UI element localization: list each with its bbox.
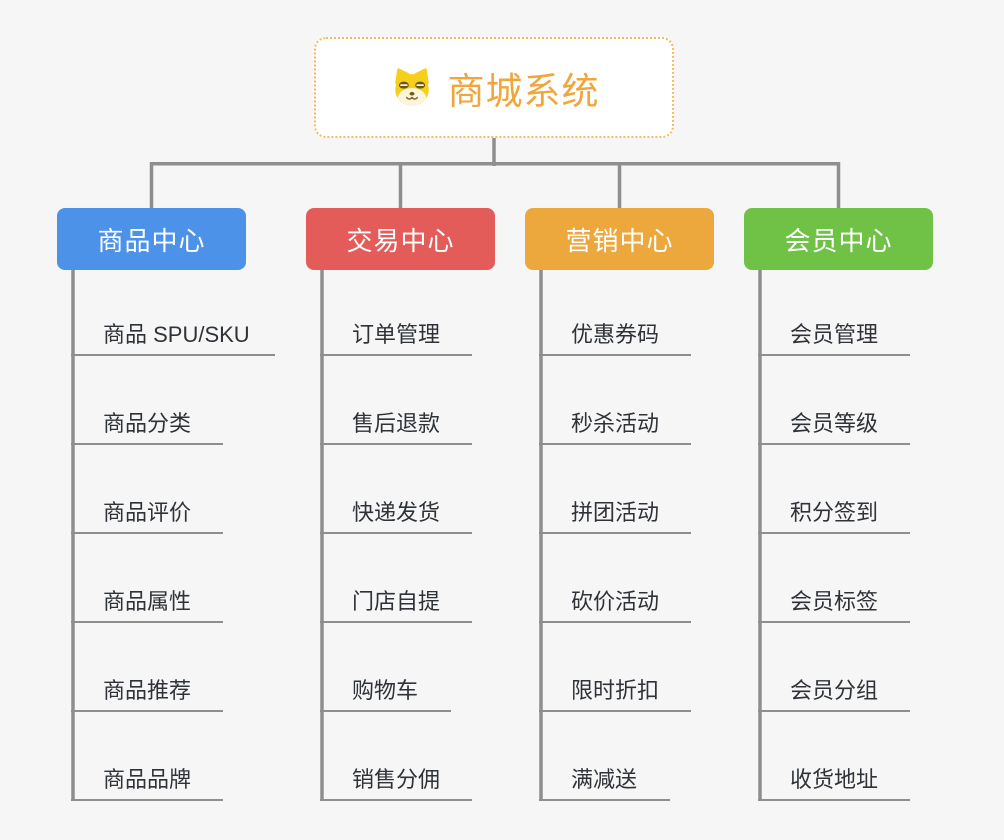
leaf-node[interactable]: 满减送 [539, 761, 670, 801]
branch-node-label: 营销中心 [565, 225, 674, 256]
leaf-node[interactable]: 拼团活动 [539, 494, 691, 534]
leaf-node[interactable]: 收货地址 [758, 761, 910, 801]
branch-node-product-center[interactable]: 商品中心 [57, 208, 246, 270]
leaf-node[interactable]: 商品品牌 [71, 761, 223, 801]
leaf-node[interactable]: 限时折扣 [539, 672, 691, 712]
leaf-node[interactable]: 会员分组 [758, 672, 910, 712]
leaf-node[interactable]: 秒杀活动 [539, 405, 691, 445]
branch-bracket-line [149, 162, 841, 209]
leaf-node[interactable]: 积分签到 [758, 494, 910, 534]
leaf-node[interactable]: 砍价活动 [539, 583, 691, 623]
leaf-node[interactable]: 订单管理 [320, 316, 472, 356]
shiba-dog-icon [389, 66, 435, 110]
leaf-node[interactable]: 商品评价 [71, 494, 223, 534]
leaf-node[interactable]: 商品推荐 [71, 672, 223, 712]
branch-node-label: 交易中心 [346, 225, 455, 256]
leaf-node[interactable]: 商品属性 [71, 583, 223, 623]
branch-node-member-center[interactable]: 会员中心 [744, 208, 933, 270]
leaf-node[interactable]: 销售分佣 [320, 761, 472, 801]
leaf-node[interactable]: 会员标签 [758, 583, 910, 623]
leaf-node[interactable]: 快递发货 [320, 494, 472, 534]
branch-node-label: 会员中心 [784, 225, 893, 256]
branch-node-marketing-center[interactable]: 营销中心 [525, 208, 714, 270]
leaf-node[interactable]: 商品 SPU/SKU [71, 316, 275, 356]
branch-node-label: 商品中心 [97, 225, 206, 256]
branch-node-trade-center[interactable]: 交易中心 [306, 208, 495, 270]
leaf-node[interactable]: 门店自提 [320, 583, 472, 623]
leaf-node[interactable]: 会员管理 [758, 316, 910, 356]
leaf-node[interactable]: 会员等级 [758, 405, 910, 445]
leaf-node[interactable]: 购物车 [320, 672, 451, 712]
root-node[interactable]: 商城系统 [314, 37, 674, 138]
leaf-node[interactable]: 优惠券码 [539, 316, 691, 356]
leaf-node[interactable]: 售后退款 [320, 405, 472, 445]
root-node-label: 商城系统 [447, 70, 600, 112]
leaf-node[interactable]: 商品分类 [71, 405, 223, 445]
